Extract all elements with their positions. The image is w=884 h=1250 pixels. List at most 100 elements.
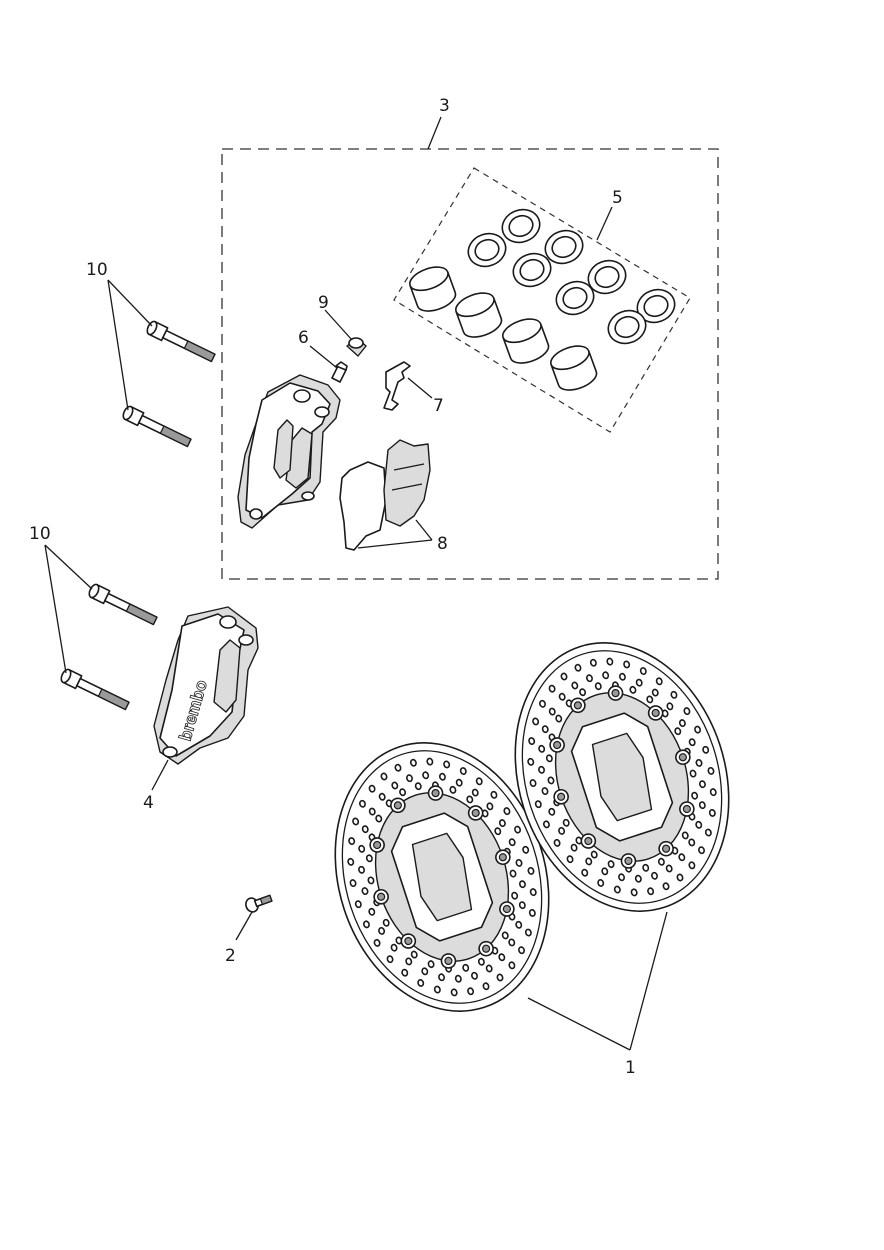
rotor-hole (426, 757, 434, 766)
rotor-hole (558, 826, 566, 835)
rotor-hole (496, 973, 504, 982)
rotor-hole (409, 758, 417, 767)
rotor-hole (674, 727, 682, 736)
rotor-hole (670, 690, 678, 699)
rotor-hole (368, 784, 376, 793)
rotor-screw (245, 894, 273, 913)
rotor-hole (602, 671, 610, 680)
rotor-hole (427, 960, 435, 969)
callout-3: 3 (439, 96, 450, 116)
brake-pads (339, 439, 431, 551)
rotor-hole (527, 866, 535, 875)
rotor-hole (566, 855, 574, 864)
rotor-hole (417, 979, 425, 987)
rotor-hole (695, 758, 703, 767)
pad-retaining-spring (383, 361, 411, 411)
rotor-hole (688, 738, 696, 747)
rotor-hole (508, 938, 516, 947)
rotor-hole (368, 807, 376, 816)
rotor-float-button (467, 805, 484, 821)
rotor-hole (606, 657, 614, 666)
rotor-hole (698, 780, 706, 789)
rotor-hole (702, 745, 710, 754)
rotor-hole (704, 828, 712, 837)
rotor-hole (348, 837, 356, 846)
rotor-hole (560, 672, 568, 681)
rotor-hole (629, 685, 637, 694)
rotor-hole (380, 772, 388, 781)
rotor-hole (651, 871, 658, 880)
rotor-hole (539, 699, 546, 708)
rotor-hole (518, 946, 525, 955)
rotor-float-button (440, 953, 457, 969)
rotor-hole (471, 788, 479, 797)
rotor-hole (678, 719, 686, 728)
bleed-nipple (331, 361, 348, 383)
rotor-float-button (400, 933, 417, 949)
rotor-hole (450, 988, 458, 997)
rotor-hole (386, 955, 394, 964)
rotor-hole (358, 865, 366, 874)
rotor-float-button (647, 705, 664, 721)
rotor-hole (509, 869, 517, 878)
rotor-hole (528, 908, 536, 917)
rotor-hole (581, 868, 589, 877)
rotor-hole (635, 678, 643, 687)
rotor-hole (361, 887, 369, 896)
rotor-hole (455, 778, 463, 787)
rotor-hole (349, 879, 357, 888)
rotor-hole (555, 714, 563, 723)
caliper-assembly-kit (237, 374, 341, 529)
leader-lines (44, 116, 668, 1051)
rotor-hole (391, 781, 399, 790)
rotor-hole (347, 857, 355, 866)
rotor-hole (467, 987, 475, 996)
caliper-assembly: brembo (153, 606, 259, 765)
rotor-hole (508, 838, 516, 847)
rotor-hole (522, 845, 530, 854)
rotor-hole (618, 873, 626, 882)
rotor-hole (527, 757, 535, 766)
rotor-hole (449, 785, 457, 794)
callout-9: 9 (318, 293, 329, 313)
rotor-hole (490, 790, 498, 799)
rotor-hole (689, 769, 697, 778)
rotor-buttons (549, 685, 695, 869)
rotor-hole (657, 857, 665, 866)
callout-5: 5 (612, 188, 623, 208)
rotor-hole (683, 707, 691, 716)
rotor-hole (694, 725, 702, 734)
rotor-hole (698, 846, 705, 855)
rotor-hole (382, 918, 390, 927)
rotor-hole (586, 674, 593, 683)
rotor-hole (695, 820, 703, 829)
rotor-hole (501, 931, 509, 940)
rotor-hole (529, 888, 537, 897)
rotor-float-button (495, 849, 511, 866)
rotor-hole (597, 879, 605, 887)
rotor-hole (390, 943, 398, 952)
rotor-hole (601, 867, 609, 876)
rotor-hole (524, 928, 532, 937)
rotor-hole (590, 850, 598, 859)
callout-1: 1 (625, 1058, 636, 1078)
rotor-hole (406, 774, 413, 783)
rotor-hole (618, 672, 626, 681)
rotor-hole (676, 873, 684, 882)
rotor-float-button (549, 737, 565, 753)
rotor-hole (508, 961, 516, 970)
rotor-float-button (580, 833, 597, 849)
rotor-hole (681, 831, 689, 840)
rotor-hole (666, 702, 674, 711)
rotor-hole (655, 677, 663, 686)
rotor-hole (410, 950, 418, 959)
rotor-float-button (427, 785, 444, 801)
rotor-hole (494, 827, 502, 836)
rotor-hole (553, 838, 561, 847)
rotor-hole (511, 891, 519, 900)
rotor-hole (482, 982, 490, 991)
rotor-hole (558, 692, 566, 701)
rotor-hole (459, 767, 467, 775)
rotor-hole (547, 776, 555, 785)
